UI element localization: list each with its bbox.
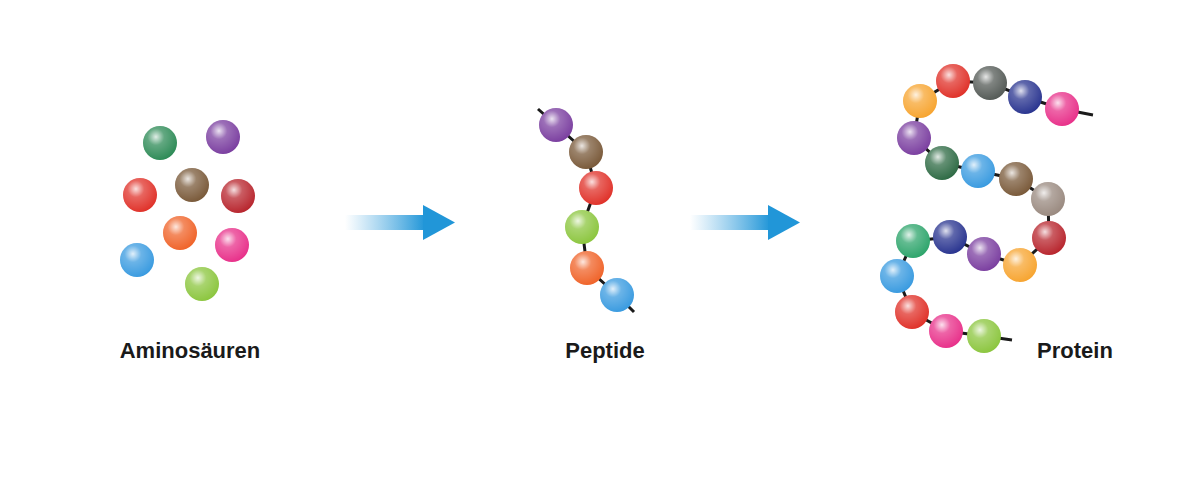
amino-acid-bead [967, 237, 1001, 271]
amino-acid-bead [999, 162, 1033, 196]
stage-label: Peptide [565, 338, 644, 364]
bond-lines [538, 81, 1093, 340]
process-arrow [690, 205, 800, 240]
amino-acid-bead [925, 146, 959, 180]
amino-acid-bead [175, 168, 209, 202]
amino-acid-bead [961, 154, 995, 188]
amino-acid-bead [880, 259, 914, 293]
amino-acid-bead [600, 278, 634, 312]
amino-acid-bead [895, 295, 929, 329]
amino-acid-bead [933, 220, 967, 254]
amino-acid-bead [123, 178, 157, 212]
amino-acid-bead [221, 179, 255, 213]
amino-acid-bead [903, 84, 937, 118]
amino-acid-bead [539, 108, 573, 142]
amino-acid-bead [897, 121, 931, 155]
amino-acid-bead [973, 66, 1007, 100]
amino-acid-bead [570, 251, 604, 285]
amino-acid-bead [936, 64, 970, 98]
amino-acid-bead [967, 319, 1001, 353]
amino-acid-bead [185, 267, 219, 301]
amino-acid-bead [1031, 182, 1065, 216]
stage-label: Protein [1037, 338, 1113, 364]
amino-acid-bead [569, 135, 603, 169]
process-arrow [345, 205, 455, 240]
amino-acid-bead [565, 210, 599, 244]
amino-acid-bead [929, 314, 963, 348]
stage-label: Aminosäuren [120, 338, 261, 364]
amino-acid-bead [896, 224, 930, 258]
amino-acid-bead [1008, 80, 1042, 114]
amino-acid-bead [120, 243, 154, 277]
amino-acid-bead [579, 171, 613, 205]
amino-acid-bead [206, 120, 240, 154]
amino-acid-bead [163, 216, 197, 250]
amino-acid-bead [1045, 92, 1079, 126]
amino-acid-bead [215, 228, 249, 262]
amino-acid-bead [143, 126, 177, 160]
amino-acid-bead [1003, 248, 1037, 282]
bond-line [897, 81, 1093, 340]
bond-line [538, 109, 634, 312]
amino-acid-beads [120, 64, 1079, 353]
amino-acid-bead [1032, 221, 1066, 255]
